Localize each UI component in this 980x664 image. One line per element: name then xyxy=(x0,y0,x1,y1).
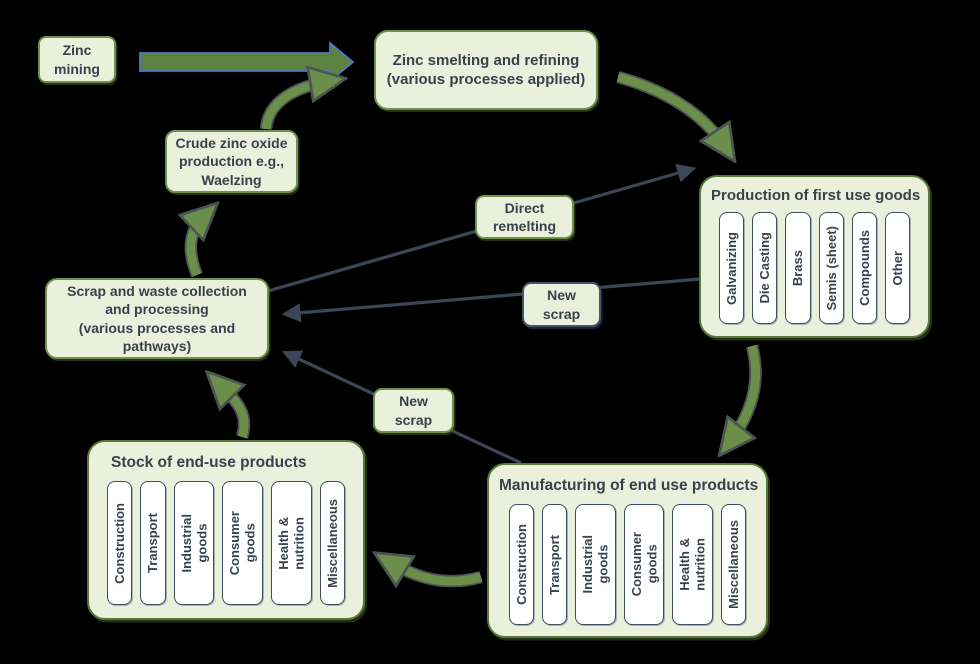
zinc-smelting-box: Zinc smelting and refining (various proc… xyxy=(374,30,598,110)
pill-label: Health & nutrition xyxy=(275,516,307,570)
pill-label: Miscellaneous xyxy=(726,520,742,609)
production-categories: Galvanizing Die Casting Brass Semis (she… xyxy=(701,212,928,324)
stock-categories: Construction Transport Industrial goods … xyxy=(89,481,363,605)
arrow-production-to-manufacturing xyxy=(729,344,761,443)
line-production-to-scrap-new-scrap xyxy=(281,277,701,323)
category-pill-brass: Brass xyxy=(785,212,811,324)
new-scrap-top-label-box: New scrap xyxy=(522,282,601,327)
category-pill-transport: Transport xyxy=(541,504,568,625)
category-pill-consumer-goods: Consumer goods xyxy=(222,481,263,605)
stock-panel-title: Stock of end-use products xyxy=(111,454,307,471)
arrow-stock-to-scrap xyxy=(218,383,249,439)
pill-label: Compounds xyxy=(856,230,872,306)
scrap-collection-box: Scrap and waste collection and processin… xyxy=(45,278,269,359)
pill-label: Other xyxy=(890,250,906,286)
pill-label: Construction xyxy=(513,524,529,605)
category-pill-construction: Construction xyxy=(107,481,133,605)
pill-label: Galvanizing xyxy=(723,231,739,305)
arrow-crude-oxide-to-smelting xyxy=(261,81,330,130)
pill-label: Miscellaneous xyxy=(324,498,340,588)
pill-label: Industrial goods xyxy=(580,535,611,594)
category-pill-consumer-goods: Consumer goods xyxy=(623,504,665,625)
arrow-smelting-to-production xyxy=(616,72,726,148)
new-scrap-bottom-label-box: New scrap xyxy=(373,388,454,433)
crude-zinc-oxide-box: Crude zinc oxide production e.g., Waelzi… xyxy=(165,130,298,193)
category-pill-miscellaneous: Miscellaneous xyxy=(319,481,345,605)
production-first-use-goods-panel: Production of first use goods Galvanizin… xyxy=(699,175,930,338)
arrow-manufacturing-to-stock xyxy=(388,561,483,581)
manufacturing-categories: Construction Transport Industrial goods … xyxy=(489,504,766,625)
pill-label: Brass xyxy=(790,249,806,287)
category-pill-miscellaneous: Miscellaneous xyxy=(721,504,747,625)
pill-label: Die Casting xyxy=(756,232,772,304)
zinc-mining-box: Zinc mining xyxy=(38,36,116,83)
category-pill-construction: Construction xyxy=(508,504,534,625)
pill-label: Industrial goods xyxy=(178,513,209,573)
stock-end-use-products-panel: Stock of end-use products Construction T… xyxy=(87,440,365,620)
pill-label: Transport xyxy=(145,513,161,573)
category-pill-health-nutrition: Health & nutrition xyxy=(270,481,312,605)
category-pill-semis-sheet: Semis (sheet) xyxy=(818,212,844,324)
pill-label: Consumer goods xyxy=(227,510,258,576)
manufacturing-panel-title: Manufacturing of end use products xyxy=(499,477,759,494)
arrow-mining-to-smelting xyxy=(139,41,355,83)
category-pill-other: Other xyxy=(885,212,911,324)
pill-label: Transport xyxy=(546,534,562,595)
arrow-scrap-to-crude-oxide xyxy=(191,214,206,277)
category-pill-industrial-goods: Industrial goods xyxy=(575,504,616,625)
direct-remelting-label-box: Direct remelting xyxy=(475,195,574,239)
manufacturing-end-use-products-panel: Manufacturing of end use products Constr… xyxy=(487,463,768,638)
pill-label: Health & nutrition xyxy=(677,538,708,591)
pill-label: Construction xyxy=(112,502,128,584)
category-pill-compounds: Compounds xyxy=(851,212,878,324)
pill-label: Consumer goods xyxy=(628,532,660,597)
category-pill-health-nutrition: Health & nutrition xyxy=(672,504,714,625)
category-pill-galvanizing: Galvanizing xyxy=(718,212,744,324)
category-pill-industrial-goods: Industrial goods xyxy=(173,481,215,605)
production-panel-title: Production of first use goods xyxy=(711,187,921,204)
category-pill-transport: Transport xyxy=(140,481,166,605)
category-pill-die-casting: Die Casting xyxy=(751,212,778,324)
pill-label: Semis (sheet) xyxy=(823,225,839,311)
